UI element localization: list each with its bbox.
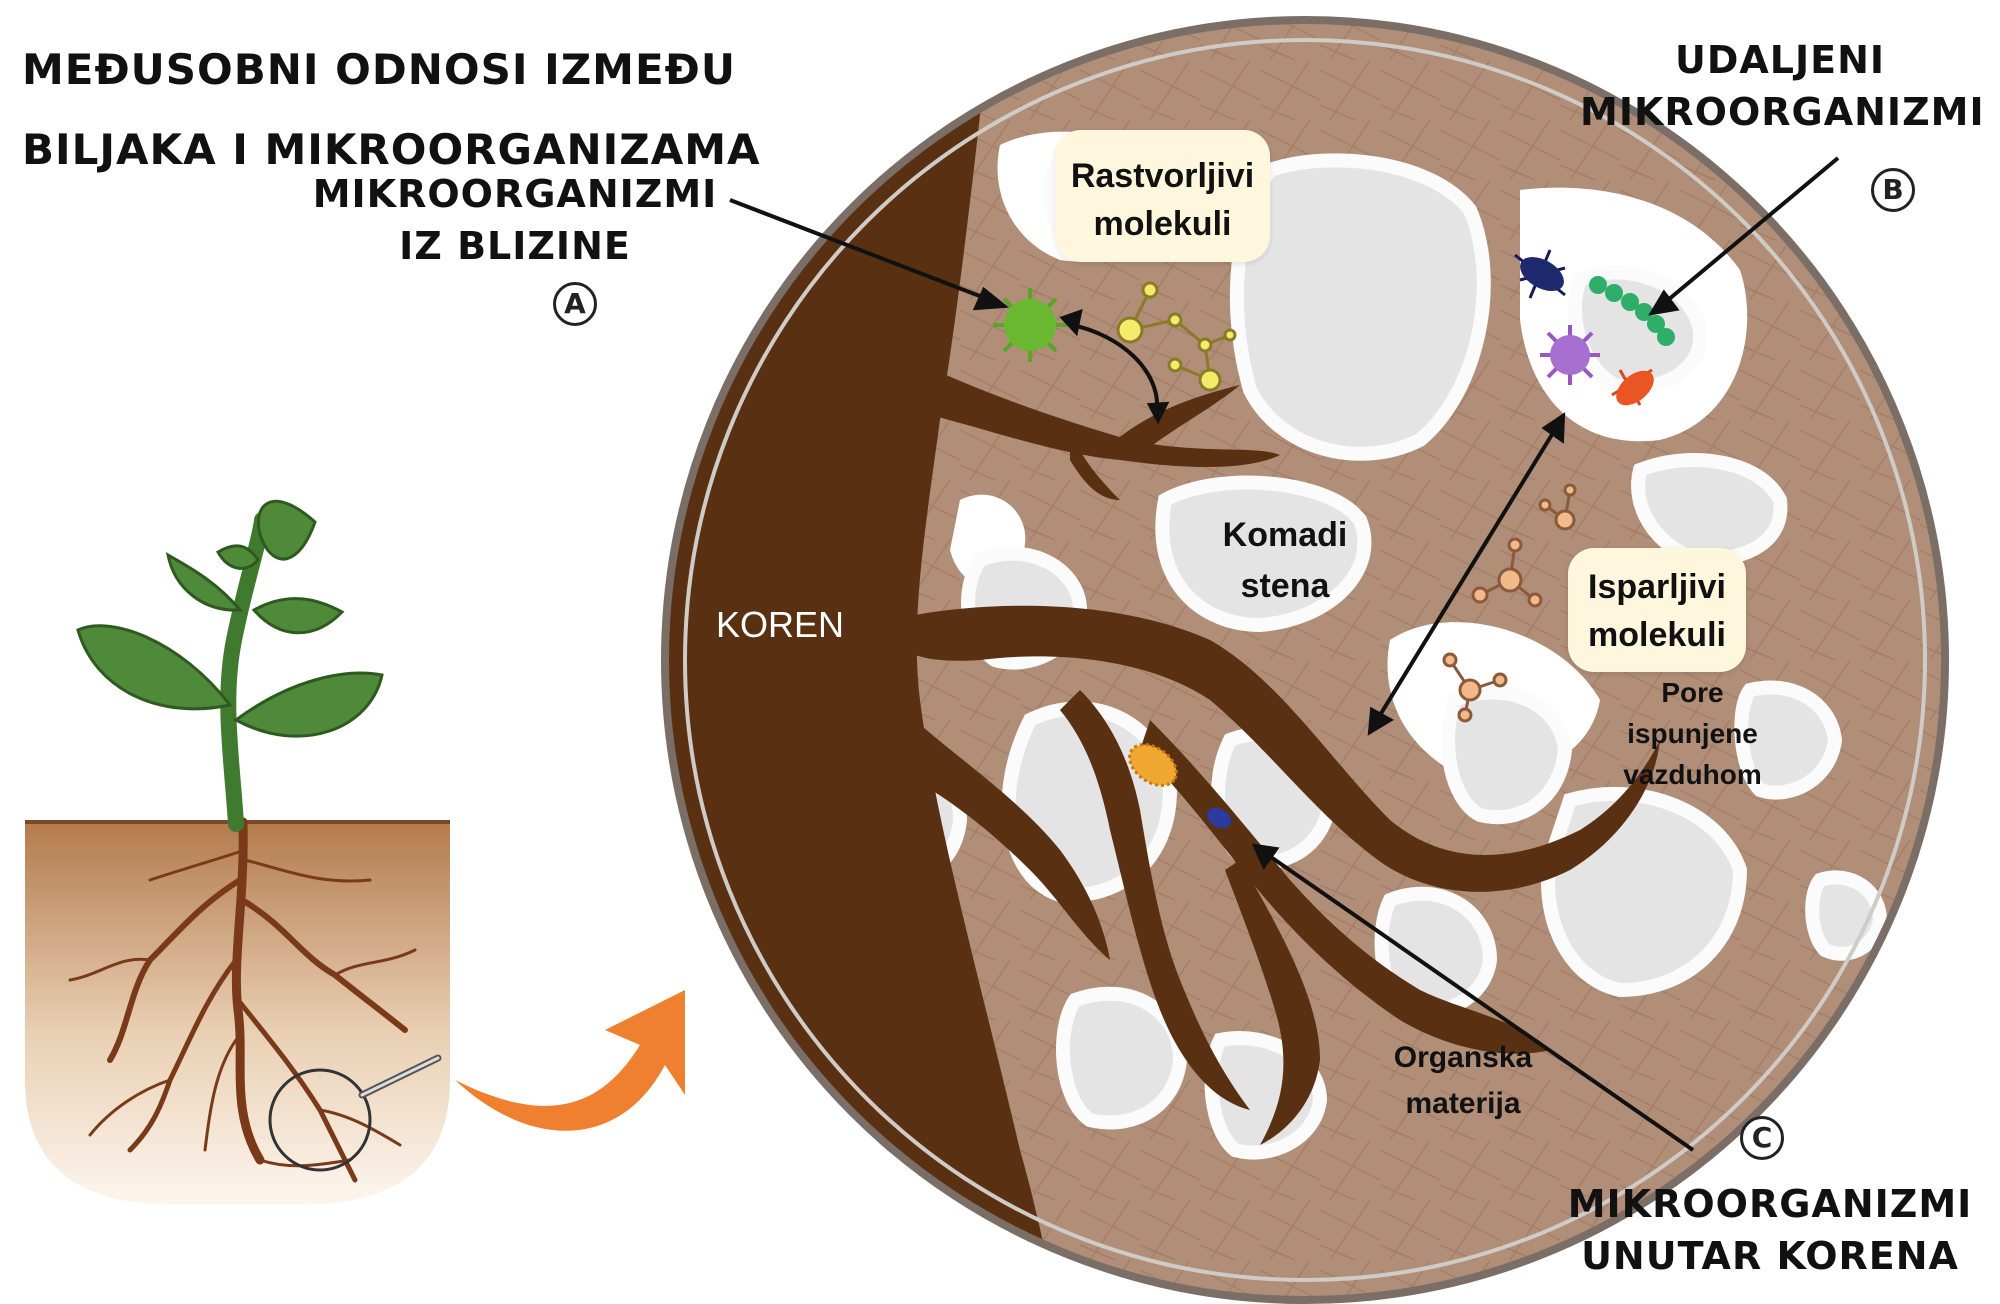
microbe-purple-icon bbox=[1540, 325, 1600, 385]
soluble-molecules-icon bbox=[1116, 281, 1237, 392]
organic-matter-label: Organska materija bbox=[1393, 1041, 1533, 1120]
pointer-arrow-a bbox=[729, 198, 991, 302]
magnifier-icon bbox=[268, 1054, 442, 1172]
microbe-red-icon bbox=[1611, 368, 1654, 406]
leaf bbox=[256, 499, 317, 561]
root-label: KOREN bbox=[716, 604, 845, 645]
air-pores-label: Pore ispunjene vazduhom bbox=[1623, 677, 1762, 790]
label-distant-microorganisms: UDALJENI MIKROORGANIZMI bbox=[1580, 38, 1985, 134]
pointer-arrow-c bbox=[1266, 853, 1695, 1152]
badge-c: C bbox=[1740, 1116, 1784, 1160]
bacteria-chain-green-icon bbox=[1589, 276, 1675, 346]
badge-a: A bbox=[553, 282, 597, 326]
volatile-molecules-icon bbox=[1442, 483, 1577, 723]
magnified-soil bbox=[661, 16, 1949, 1304]
plant-roots bbox=[68, 817, 417, 1183]
label-inside-root-microorganisms: MIKROORGANIZMI UNUTAR KORENA bbox=[1567, 1182, 1973, 1278]
leaf bbox=[76, 624, 233, 711]
microbe-green-icon bbox=[993, 288, 1067, 362]
leaf bbox=[251, 597, 345, 635]
microbe-blue-icon bbox=[1206, 807, 1232, 829]
orange-arrow-icon bbox=[455, 990, 685, 1131]
pointer-arrow-b bbox=[1660, 156, 1840, 307]
soluble-molecules-label: Rastvorljivi molekuli bbox=[1055, 130, 1270, 262]
volatile-molecules-label: Isparljivi molekuli bbox=[1568, 548, 1746, 672]
rock-fragments-label: Komadi stena bbox=[1222, 516, 1348, 605]
microbe-yellow-icon bbox=[1128, 743, 1178, 787]
plant-illustration bbox=[25, 499, 685, 1205]
root-system bbox=[665, 20, 1660, 1300]
microbe-navy-icon bbox=[1514, 249, 1566, 299]
plant-stem-leaves bbox=[76, 499, 384, 832]
page-title: MEĐUSOBNI ODNOSI IZMEĐU BILJAKA I MIKROO… bbox=[22, 45, 761, 174]
leaf bbox=[165, 552, 244, 612]
leaf bbox=[233, 671, 384, 738]
label-near-microorganisms: MIKROORGANIZMI IZ BLIZINE bbox=[312, 172, 718, 268]
pointer-arrows bbox=[729, 156, 1840, 1152]
connector-arrows bbox=[1059, 308, 1566, 736]
badge-b: B bbox=[1871, 168, 1915, 212]
leaf bbox=[215, 544, 260, 570]
